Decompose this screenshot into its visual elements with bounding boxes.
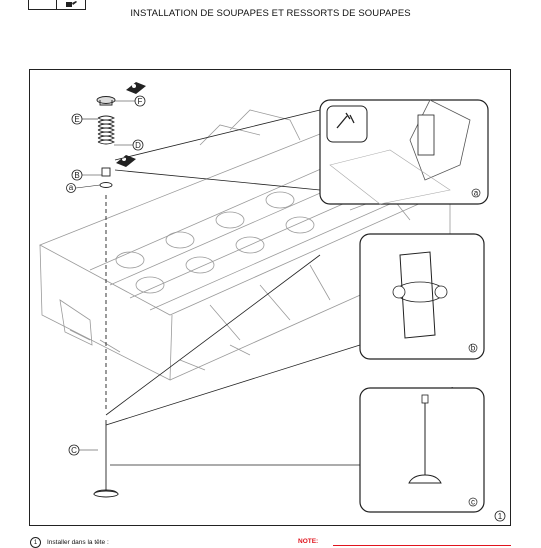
oil-can-icon (66, 1, 77, 7)
valve-installation-diagram: F E D B a C (39, 82, 506, 522)
footer-step: 1 Installer dans la tête : (30, 537, 109, 548)
callouts: F E D B a C (66, 95, 146, 456)
svg-text:F: F (138, 97, 143, 106)
svg-text:c: c (471, 498, 475, 507)
svg-text:a: a (474, 189, 479, 198)
step-text: Installer dans la tête : (47, 539, 109, 546)
note-label: NOTE: (298, 538, 319, 545)
inset-b: b (359, 233, 485, 360)
svg-text:C: C (71, 446, 77, 455)
inset-a: a (319, 99, 489, 205)
valve-c (93, 420, 119, 498)
header-icon-tab (28, 0, 86, 10)
svg-text:b: b (471, 344, 476, 353)
inset-c: c (359, 387, 485, 513)
valve-stack (96, 96, 116, 410)
leader-lines (105, 109, 361, 466)
svg-text:1: 1 (498, 512, 503, 521)
page-title: INSTALLATION DE SOUPAPES ET RESSORTS DE … (130, 8, 411, 19)
tab-divider (56, 0, 57, 9)
svg-text:B: B (74, 171, 79, 180)
step-marker (494, 510, 506, 522)
svg-text:a: a (69, 183, 74, 192)
diagram-frame: F E D B a C (29, 69, 511, 526)
note-underline (333, 545, 511, 546)
step-number-badge: 1 (30, 537, 41, 548)
svg-text:E: E (74, 115, 79, 124)
svg-text:D: D (135, 141, 141, 150)
